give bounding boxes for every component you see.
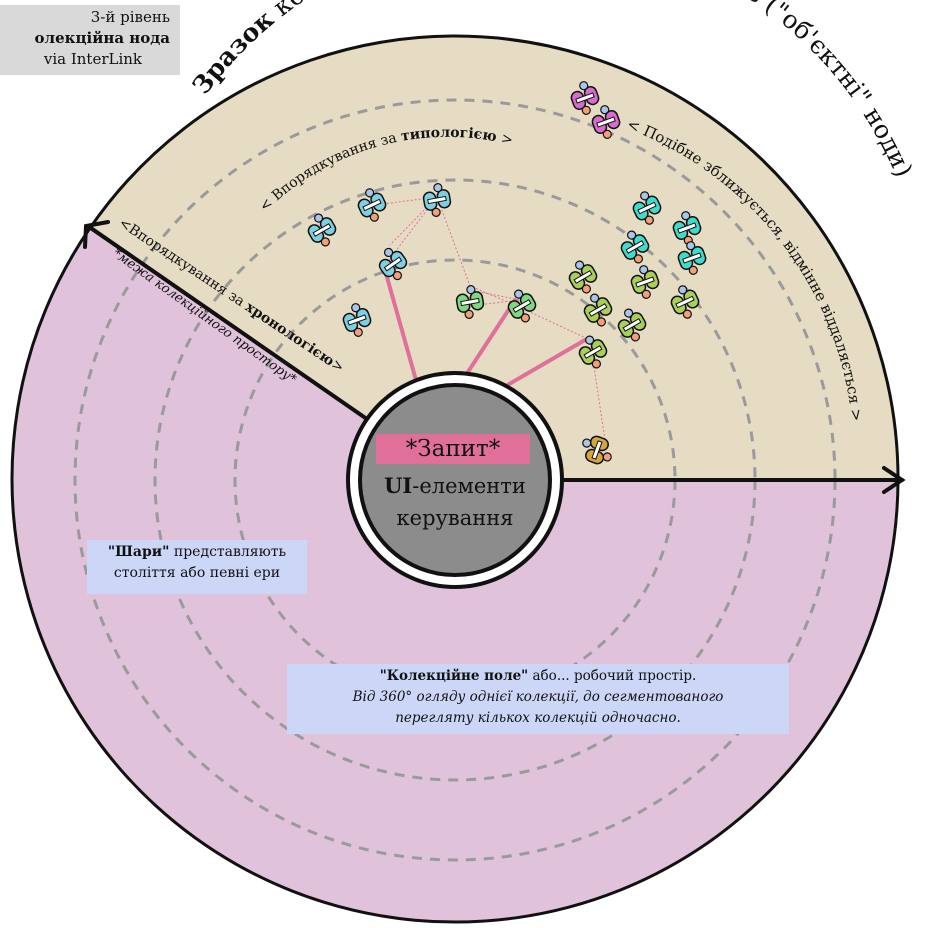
level-line-2: олекційна нода xyxy=(34,29,170,47)
node-head xyxy=(513,289,524,299)
node-bar xyxy=(677,222,697,234)
level-line-3: via InterLink xyxy=(43,50,142,68)
node-head xyxy=(639,265,649,275)
level-line-1: 3-й рівень xyxy=(90,8,170,26)
node-head xyxy=(681,211,691,221)
node-head xyxy=(433,183,443,193)
object-node[interactable] xyxy=(303,210,342,251)
node-foot xyxy=(392,270,403,281)
arrow-head-left-icon xyxy=(83,220,110,249)
object-node[interactable] xyxy=(578,432,617,467)
node-bar xyxy=(383,256,403,272)
node-head xyxy=(383,247,394,258)
node-bar xyxy=(460,297,480,307)
object-node[interactable] xyxy=(454,284,485,320)
node-bar xyxy=(427,195,447,205)
node-foot xyxy=(591,359,602,369)
object-node[interactable] xyxy=(567,79,602,118)
node-bar xyxy=(512,299,532,313)
node-foot xyxy=(602,452,612,462)
node-head xyxy=(579,81,589,91)
object-node[interactable] xyxy=(353,185,390,225)
object-node[interactable] xyxy=(503,286,542,327)
object-node[interactable] xyxy=(616,227,655,268)
object-node[interactable] xyxy=(627,263,662,302)
node-head xyxy=(678,285,688,295)
sector-sample-space xyxy=(87,34,900,482)
node-head xyxy=(686,241,696,251)
object-node[interactable] xyxy=(613,305,652,346)
node-head xyxy=(365,188,375,198)
object-node[interactable] xyxy=(669,209,704,248)
node-head xyxy=(574,260,585,270)
node-foot xyxy=(602,129,612,139)
object-node[interactable] xyxy=(373,243,413,284)
node-head xyxy=(466,285,476,295)
object-node[interactable] xyxy=(666,282,703,322)
node-bar xyxy=(637,201,657,215)
node-head xyxy=(584,335,595,345)
level-label: 3-й рівень олекційна нода via InterLink xyxy=(0,5,180,75)
node-foot xyxy=(369,212,379,222)
node-foot xyxy=(581,105,591,115)
query-button[interactable]: *Запит* xyxy=(376,434,530,464)
node-head xyxy=(640,191,650,201)
object-node[interactable] xyxy=(574,332,613,373)
node-head xyxy=(626,230,637,240)
object-nodes xyxy=(303,79,709,467)
node-foot xyxy=(596,317,607,327)
node-bar xyxy=(591,440,603,460)
node-bar xyxy=(362,198,382,212)
node-bar xyxy=(622,318,642,332)
node-foot xyxy=(464,309,474,319)
note-collection-field: "Колекційне поле" або... робочий простір… xyxy=(287,664,789,734)
node-bar xyxy=(596,116,616,128)
node-bar xyxy=(583,345,603,359)
node-bar xyxy=(588,303,608,317)
node-foot xyxy=(353,327,363,337)
node-foot xyxy=(630,332,641,342)
node-bar xyxy=(573,270,593,284)
object-node[interactable] xyxy=(628,188,665,228)
node-bar xyxy=(312,223,332,237)
object-node[interactable] xyxy=(421,182,452,218)
note-spheres: "Шари" представляють століття або певні … xyxy=(87,540,307,594)
node-foot xyxy=(431,207,441,217)
center-control-disc[interactable] xyxy=(358,383,552,577)
node-head xyxy=(623,308,634,318)
node-bar xyxy=(575,92,595,104)
node-head xyxy=(600,105,610,115)
node-head xyxy=(313,213,324,223)
node-foot xyxy=(581,284,592,294)
node-bar xyxy=(635,276,655,288)
node-bar xyxy=(625,240,645,254)
node-foot xyxy=(633,254,644,264)
node-foot xyxy=(644,215,654,225)
node-foot xyxy=(641,289,651,299)
node-bar xyxy=(347,314,367,326)
node-foot xyxy=(688,265,698,275)
object-node[interactable] xyxy=(674,239,709,278)
object-node[interactable] xyxy=(588,103,623,142)
node-foot xyxy=(320,237,331,247)
center-ui-label: UI-елементи керування xyxy=(384,473,526,530)
node-foot xyxy=(682,309,692,319)
arrow-head-right-icon xyxy=(882,466,906,494)
object-node[interactable] xyxy=(564,257,603,298)
node-head xyxy=(589,293,600,303)
node-bar xyxy=(682,252,702,264)
object-node[interactable] xyxy=(579,290,618,331)
object-node[interactable] xyxy=(339,301,374,340)
node-head xyxy=(351,303,361,313)
node-head xyxy=(582,438,592,448)
node-bar xyxy=(675,295,695,309)
node-foot xyxy=(520,313,531,323)
